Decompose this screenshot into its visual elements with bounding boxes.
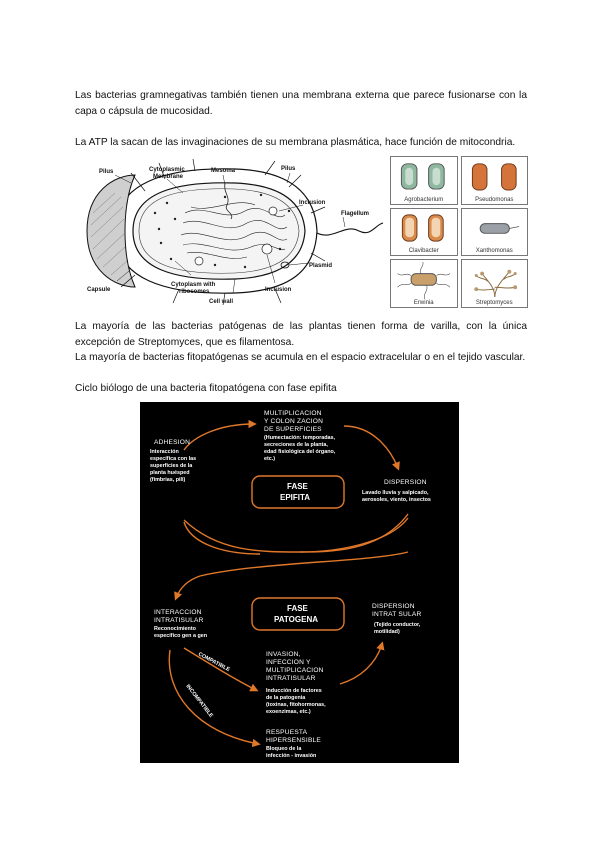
fase-epifita-box [251,475,345,509]
cycle-label-adhesion-detail-3: superficies de la [150,463,193,469]
flagellum-line [316,222,384,236]
curve-epifita-bottom [183,513,409,553]
cycle-caption: Ciclo biólogo de una bacteria fitopatóge… [75,383,337,394]
cycle-label-dispersion-detail-2: aerosoles, viento, insectos [362,497,431,503]
cycle-label-fase-epifita-2: EPIFITA [280,493,310,502]
location-paragraph: La mayoría de bacterias fitopatógenas se… [75,352,526,363]
species-name: Streptomyces [475,300,513,306]
arrow-compatible [183,647,259,692]
arrow-multiplicacion-to-dispersion [343,425,400,471]
cycle-label-multiplicacion-title-3: DE SUPERFICIES [264,426,322,433]
cycle-label-multiplicacion-detail-1: (Humectación: temporadas, [264,435,335,441]
species-name: Pseudomonas [475,196,514,203]
life-cycle-diagram: MULTIPLICACION Y COLON ZACION DE SUPERFI… [140,402,459,763]
label-mesoma: Mesoma [211,168,236,174]
label-cytoplasm: Cytoplasm with [171,282,216,288]
cycle-label-multiplicacion-title-1: MULTIPLICACION [264,410,322,417]
label-cytoplasmic: Cytoplasmic [149,167,185,173]
species-card-xanthomonas: Xanthomonas [460,207,528,257]
cycle-label-interaccion-detail-2: específico gen a gen [154,633,207,639]
cycle-label-adhesion-detail-5: (fimbrias, pili) [150,477,186,483]
species-card-pseudomonas: Pseudomonas [460,156,528,205]
cycle-label-interaccion-title-1: INTERACCION [154,609,202,616]
cycle-label-interaccion-detail-1: Reconocimiento [154,626,197,632]
cycle-label-invasion-title-1: INVASION, [266,651,301,658]
species-card-erwinia: Erwinia [390,259,458,308]
label-pilus: Pilus [99,169,114,175]
cycle-label-invasion-title-3: MULTIPLICACION [266,667,324,674]
atp-paragraph: La ATP la sacan de las invaginaciones de… [75,137,516,148]
cycle-label-fase-patogena-2: PATOGENA [274,615,318,624]
species-name: Erwinia [413,300,434,306]
species-name: Xanthomonas [475,248,513,255]
cycle-label-dispersion-detail-1: Lavado lluvia y salpicado, [362,490,429,496]
cycle-label-invasion-title-2: INFECCION Y [266,659,311,666]
cycle-label-incompatible: INCOMPATIBLE [184,684,214,720]
cycle-label-dispersion-intra-2: INTRAT SULAR [372,611,421,618]
cycle-label-compatible: COMPATIBLE [197,651,231,673]
label-flagellum: Flagellum [341,211,369,217]
arrow-adhesion-to-multiplicacion [183,419,257,451]
label-cell-wall: Cell wall [209,299,233,305]
label-inclusion-bottom: Inclusion [265,287,292,293]
fase-patogena-box [251,597,345,631]
species-card-agrobacterium: Agrobacterium [390,156,458,205]
cycle-label-fase-patogena-1: FASE [287,604,309,613]
bacteria-species-grid: Agrobacterium Pseudomonas Clavibacter Xa… [390,156,528,308]
arrow-to-interaccion [174,551,409,601]
cycle-label-respuesta-detail-2: infección - invasión [266,753,316,759]
cycle-label-invasion-detail-4: exoenzimas, etc.) [266,709,311,715]
cycle-label-invasion-detail-1: Inducción de factores [266,688,322,694]
cycle-label-fase-epifita-1: FASE [287,482,309,491]
cycle-label-respuesta-title-1: RESPUESTA [266,729,308,736]
species-name: Agrobacterium [404,196,444,203]
cycle-label-dispersion-intra-1: DISPERSION [372,603,415,610]
label-plasmid: Plasmid [309,263,332,269]
cycle-label-invasion-title-4: INTRATISULAR [266,675,316,682]
cycle-label-dispersion-intra-detail-2: motilidad) [374,629,400,635]
cycle-label-respuesta-title-2: HIPERSENSIBLE [266,737,321,744]
cycle-label-multiplicacion-detail-3: edad fisiológica del órgano, [264,449,336,455]
cycle-label-respuesta-detail-1: Bloqueo de la [266,746,302,752]
cycle-label-adhesion-detail-2: específica con las [150,456,196,462]
gram-negative-paragraph: Las bacterias gramnegativas también tien… [75,90,527,117]
label-ribosomes: ribosomes [179,289,210,295]
cycle-label-adhesion-detail-1: Interacción [150,449,179,455]
cycle-label-dispersion-title: DISPERSION [384,479,427,486]
cycle-label-adhesion-detail-4: planta huésped [150,470,190,476]
label-capsule: Capsule [87,287,111,293]
species-card-clavibacter: Clavibacter [390,207,458,257]
arrow-invasion-to-dispersion [339,641,385,685]
cycle-label-invasion-detail-2: de la patogenia [266,695,306,701]
shape-paragraph: La mayoría de las bacterias patógenas de… [75,321,527,348]
cycle-label-multiplicacion-detail-4: etc.) [264,456,275,462]
cycle-label-interaccion-title-2: INTRATISULAR [154,617,204,624]
label-inclusion-top: Inclusion [299,200,326,206]
bacterial-cell-diagram: Pilus Cytoplasmic Membrane Mesoma Pilus … [75,153,385,308]
label-pilus-right: Pilus [281,166,296,172]
species-name: Clavibacter [408,248,439,255]
cycle-label-multiplicacion-detail-2: secreciones de la planta, [264,442,328,448]
cycle-label-dispersion-intra-detail-1: (Tejido conductor, [374,622,421,628]
label-membrane: Membrane [153,174,184,180]
cycle-label-invasion-detail-3: (toxinas, fitohormonas, [266,702,326,708]
arrow-incompatible [168,649,261,748]
species-card-streptomyces: Streptomyces [460,259,528,308]
cycle-label-multiplicacion-title-2: Y COLON ZACION [264,418,323,425]
cycle-label-adhesion-title: ADHESION [154,439,190,446]
